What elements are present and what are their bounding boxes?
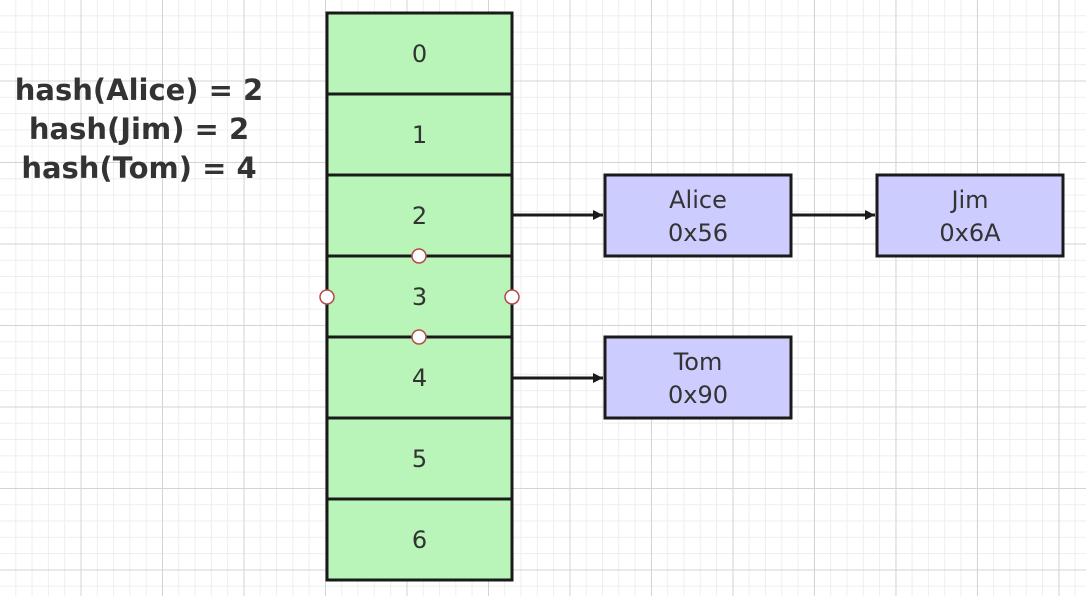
bucket-index: 6 <box>412 526 427 554</box>
node-address: 0x56 <box>668 219 728 247</box>
bucket-5[interactable]: 5 <box>325 416 514 501</box>
resize-handle-left[interactable] <box>319 289 335 305</box>
node-name: Tom <box>673 348 723 376</box>
bucket-3[interactable]: 3 <box>325 254 514 339</box>
bucket-6[interactable]: 6 <box>325 497 514 582</box>
bucket-index: 4 <box>412 364 427 392</box>
bucket-index: 1 <box>412 121 427 149</box>
node-tom[interactable]: Tom 0x90 <box>603 335 793 420</box>
selection-handles[interactable] <box>319 248 520 345</box>
node-name: Jim <box>949 186 988 214</box>
node-address: 0x90 <box>668 381 728 409</box>
hash-label-tom: hash(Tom) = 4 <box>21 151 256 185</box>
hash-label-alice: hash(Alice) = 2 <box>15 73 263 107</box>
bucket-0[interactable]: 0 <box>325 11 514 96</box>
node-alice[interactable]: Alice 0x56 <box>603 173 793 258</box>
bucket-array: 0 1 2 3 4 5 6 <box>325 11 514 582</box>
bucket-index: 3 <box>412 283 427 311</box>
bucket-index: 0 <box>412 40 427 68</box>
bucket-index: 2 <box>412 202 427 230</box>
hash-label-jim: hash(Jim) = 2 <box>29 112 249 146</box>
bucket-1[interactable]: 1 <box>325 92 514 177</box>
bucket-4[interactable]: 4 <box>325 335 514 420</box>
resize-handle-top[interactable] <box>411 248 427 264</box>
node-jim[interactable]: Jim 0x6A <box>875 173 1065 258</box>
resize-handle-right[interactable] <box>504 289 520 305</box>
resize-handle-bottom[interactable] <box>411 329 427 345</box>
bucket-2[interactable]: 2 <box>325 173 514 258</box>
bucket-index: 5 <box>412 445 427 473</box>
node-name: Alice <box>669 186 727 214</box>
node-address: 0x6A <box>939 219 1001 247</box>
